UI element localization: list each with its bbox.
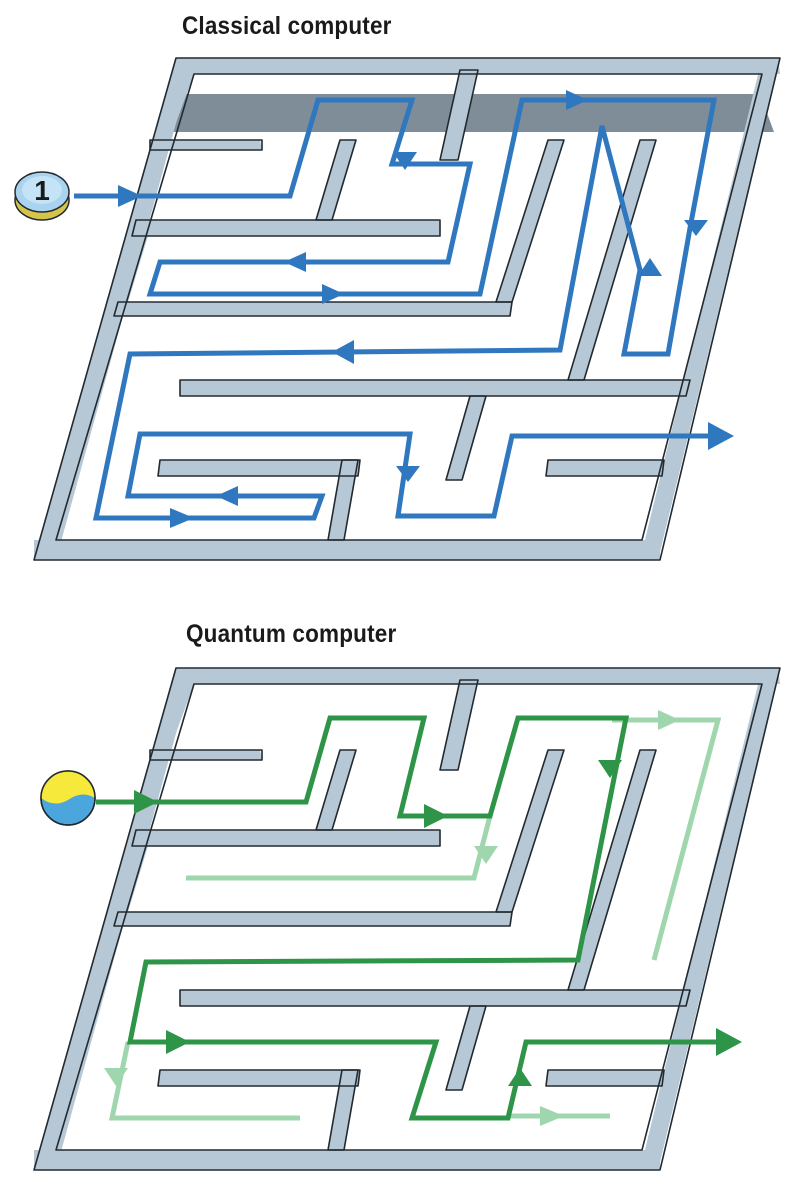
path-arrow — [170, 508, 194, 528]
outer-wall-top — [176, 58, 780, 74]
outer-wall-right — [642, 668, 780, 1162]
path-arrow — [104, 1068, 128, 1086]
outer-wall-bottom — [34, 1150, 660, 1170]
maze-wall-outlines — [33, 57, 781, 561]
path-arrow — [166, 1030, 190, 1054]
outer-wall-right — [642, 58, 780, 552]
token-label: 1 — [34, 175, 50, 206]
classical-path — [74, 90, 734, 528]
path-arrow — [424, 804, 448, 828]
path-arrow — [134, 790, 158, 814]
path-arrow — [598, 760, 622, 778]
path-arrow — [566, 90, 588, 110]
quantum-path — [96, 715, 742, 1121]
exit-arrow — [708, 422, 734, 450]
path-arrow — [332, 340, 354, 364]
quantum-maze — [33, 667, 781, 1171]
classical-maze: 1 — [14, 57, 781, 561]
maze-wall-outlines — [33, 667, 781, 1171]
outer-wall-top — [176, 668, 780, 684]
classical-computer-title: Classical computer — [182, 12, 392, 40]
path-arrow — [474, 846, 498, 864]
path-arrow — [540, 1106, 564, 1126]
outer-wall-left — [34, 58, 194, 560]
path-arrow — [684, 220, 708, 236]
outer-wall-bottom — [34, 540, 660, 560]
quantum-computer-title: Quantum computer — [186, 620, 397, 648]
path-arrow — [658, 710, 680, 730]
quantum-token — [40, 770, 96, 826]
classical-token: 1 — [14, 171, 70, 221]
exit-arrow — [716, 1028, 742, 1056]
path-arrow — [118, 185, 142, 207]
maze-walls — [34, 58, 780, 560]
path-arrow — [396, 466, 420, 482]
path-arrow — [638, 258, 662, 276]
path-arrow — [284, 252, 306, 272]
path-arrow — [322, 284, 344, 304]
quantum-faint-paths — [104, 710, 722, 1126]
path-arrow — [508, 1068, 532, 1086]
path-arrow — [393, 152, 417, 170]
outer-wall-left — [34, 668, 194, 1170]
maze-walls — [34, 668, 780, 1170]
path-arrow — [216, 486, 238, 506]
